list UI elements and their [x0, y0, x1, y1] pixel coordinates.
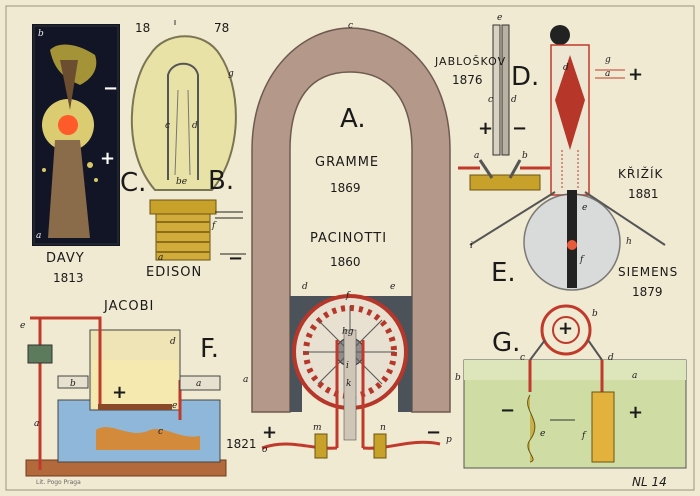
jac-label-c: c: [158, 428, 163, 437]
pacinotti-year: 1860: [330, 256, 361, 268]
arch-label-c: c: [348, 22, 353, 31]
siem-label-h: h: [626, 238, 632, 247]
edison-label-c: c: [165, 122, 170, 131]
corner-code: NL 14: [632, 476, 667, 488]
label-E: E.: [491, 260, 516, 286]
siemens-year: 1879: [632, 286, 663, 298]
arch-label-a: a: [243, 376, 248, 385]
label-A: A.: [340, 106, 366, 132]
g-label-a: a: [632, 372, 637, 381]
gramme-year: 1869: [330, 182, 361, 194]
g-label-d: d: [608, 354, 614, 363]
gramme-name: GRAMME: [315, 156, 379, 169]
davy-label-b: b: [38, 30, 44, 39]
jac-label-e2: e: [172, 402, 177, 411]
davy-label-a: a: [36, 232, 41, 241]
edison-label-d: d: [192, 122, 198, 131]
arch-label-o: o: [262, 446, 267, 455]
g-label-e: e: [540, 430, 545, 439]
dynamo-plus-sign: +: [262, 424, 277, 442]
arch-label-f: f: [346, 292, 349, 301]
krizik-name: KŘIŽÍK: [618, 168, 663, 180]
jabloskov-candle-illustration: [458, 25, 550, 190]
davy-name: DAVY: [46, 252, 85, 265]
g-plus-sign-right: +: [628, 404, 643, 422]
edison-name: EDISON: [146, 266, 202, 279]
edison-year-part1: 18: [135, 22, 150, 34]
g-minus-sign: −: [500, 402, 515, 420]
jab-label-c: c: [488, 96, 493, 105]
krizik-year: 1881: [628, 188, 659, 200]
g-label-f: f: [582, 432, 585, 441]
arch-label-d: d: [302, 283, 308, 292]
jab-label-d: d: [511, 96, 517, 105]
edison-label-f: f: [212, 222, 215, 231]
jab-label-a: a: [474, 152, 479, 161]
g-label-c: c: [520, 354, 525, 363]
arch-label-i: i: [346, 362, 349, 371]
jabloskov-year: 1876: [452, 74, 483, 86]
siemens-name: SIEMENS: [618, 266, 678, 278]
label-G: G.: [492, 330, 520, 356]
siem-label-f: f: [580, 256, 583, 265]
siem-label-i: i: [470, 242, 473, 251]
edison-minus-sign: −: [228, 250, 243, 268]
davy-minus-sign: −: [103, 80, 118, 98]
label-C: C.: [120, 170, 146, 196]
pacinotti-name: PACINOTTI: [310, 232, 387, 245]
edison-bulb-illustration: [132, 20, 246, 260]
jac-label-a: a: [196, 380, 201, 389]
edison-label-g: g: [228, 70, 234, 79]
jab-plus-sign: +: [478, 120, 493, 138]
jab-label-b: b: [522, 152, 528, 161]
printer-note: Lit. Pogo Praga: [36, 480, 81, 486]
jac-label-b: b: [70, 380, 76, 389]
krizik-plus-sign: +: [628, 66, 643, 84]
label-D: D.: [511, 64, 539, 90]
jabloskov-name: JABLOŠKOV: [435, 56, 506, 67]
edison-label-be: be: [176, 178, 187, 187]
davy-arc-illustration: [32, 24, 120, 246]
arch-label-hg: hg: [342, 328, 354, 337]
siem-label-e: e: [582, 204, 587, 213]
g-plus-sign: +: [558, 320, 573, 338]
siem-label-a: a: [605, 70, 610, 79]
arch-label-p: p: [446, 436, 452, 445]
arch-label-m: m: [313, 424, 322, 433]
jac-label-d: d: [170, 338, 176, 347]
label-B: B.: [208, 168, 234, 194]
g-label-b: b: [592, 310, 598, 319]
arch-label-b: b: [455, 374, 461, 383]
jab-minus-sign: −: [512, 120, 527, 138]
arch-label-k: k: [346, 380, 351, 389]
label-F: F.: [200, 336, 219, 362]
arch-label-e: e: [390, 283, 395, 292]
jacobi-plus-sign: +: [112, 384, 127, 402]
jacobi-name: JACOBI: [104, 300, 154, 313]
davy-year: 1813: [53, 272, 84, 284]
jab-label-e: e: [497, 14, 502, 23]
siem-label-g: g: [605, 56, 611, 65]
davy-plus-sign: +: [100, 150, 115, 168]
arch-label-n: n: [380, 424, 386, 433]
edison-year-part2: 78: [214, 22, 229, 34]
jac-label-e: e: [20, 322, 25, 331]
edison-label-a: a: [158, 254, 163, 263]
jacobi-year: 1821: [226, 438, 257, 450]
jac-label-a2: a: [34, 420, 39, 429]
dynamo-minus-sign: −: [426, 424, 441, 442]
siem-label-d: d: [563, 64, 569, 73]
